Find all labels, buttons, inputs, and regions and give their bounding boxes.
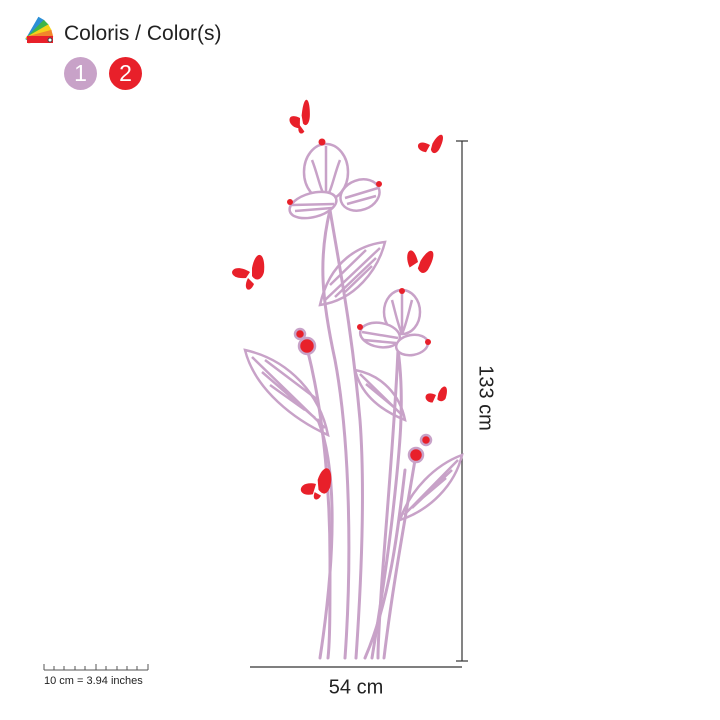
color-swatch-2[interactable]: 2 (109, 57, 142, 90)
width-dimension-label: 54 cm (328, 676, 384, 699)
scale-label: 10 cm = 3.94 inches (44, 675, 143, 687)
butterfly-6 (300, 468, 332, 500)
scale-ruler (43, 664, 149, 671)
flower-leaves (243, 240, 464, 522)
butterfly-5 (425, 386, 447, 403)
flower-buds (288, 142, 430, 357)
flower-stems (306, 208, 417, 660)
color-swatch-2-label: 2 (119, 60, 132, 86)
color-swatch-1[interactable]: 1 (64, 57, 97, 90)
butterfly-1 (289, 99, 310, 134)
butterfly-2 (418, 134, 443, 154)
berries (293, 327, 433, 464)
color-swatch-1-label: 1 (74, 60, 87, 86)
butterflies (232, 99, 447, 500)
height-dimension-label: 133 cm (474, 365, 497, 431)
butterfly-3 (232, 254, 265, 290)
bud-tips (287, 138, 431, 345)
butterfly-4 (407, 250, 434, 273)
height-dimension-line (456, 140, 468, 662)
colors-title: Coloris / Color(s) (64, 22, 222, 45)
